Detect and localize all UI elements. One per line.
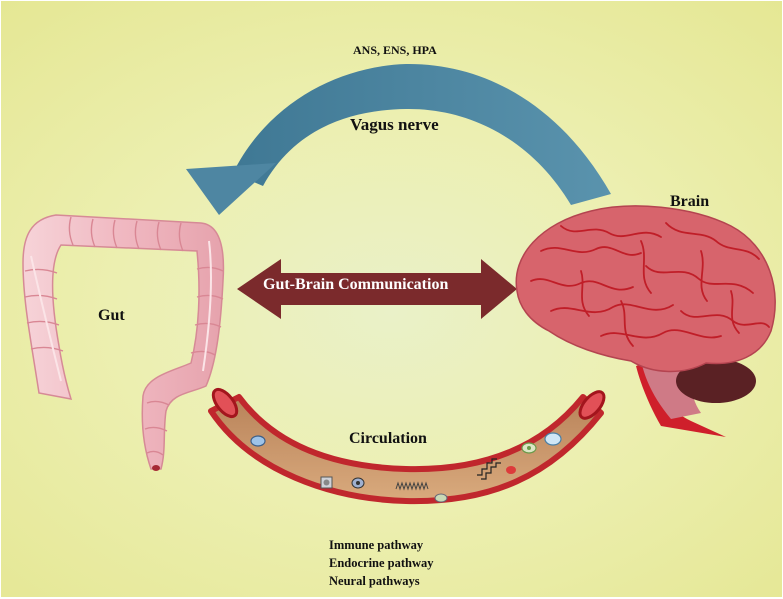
top-systems-label: ANS, ENS, HPA (353, 43, 437, 57)
gut-illustration (22, 214, 225, 471)
communication-label: Gut-Brain Communication (263, 276, 449, 293)
pathway-item: Neural pathways (329, 574, 420, 588)
circulation-label: Circulation (349, 430, 427, 447)
pathway-item: Immune pathway (329, 538, 424, 552)
blood-vessel (208, 387, 606, 505)
pathway-item: Endocrine pathway (329, 556, 434, 570)
vagus-nerve-label: Vagus nerve (350, 115, 439, 134)
brain-label: Brain (670, 193, 710, 210)
gut-brain-communication-arrow (237, 259, 517, 319)
vagus-nerve-arrow (186, 63, 611, 215)
pathway-list: Immune pathway Endocrine pathway Neural … (329, 536, 434, 590)
gut-label: Gut (98, 307, 125, 324)
brain-illustration (515, 205, 776, 437)
